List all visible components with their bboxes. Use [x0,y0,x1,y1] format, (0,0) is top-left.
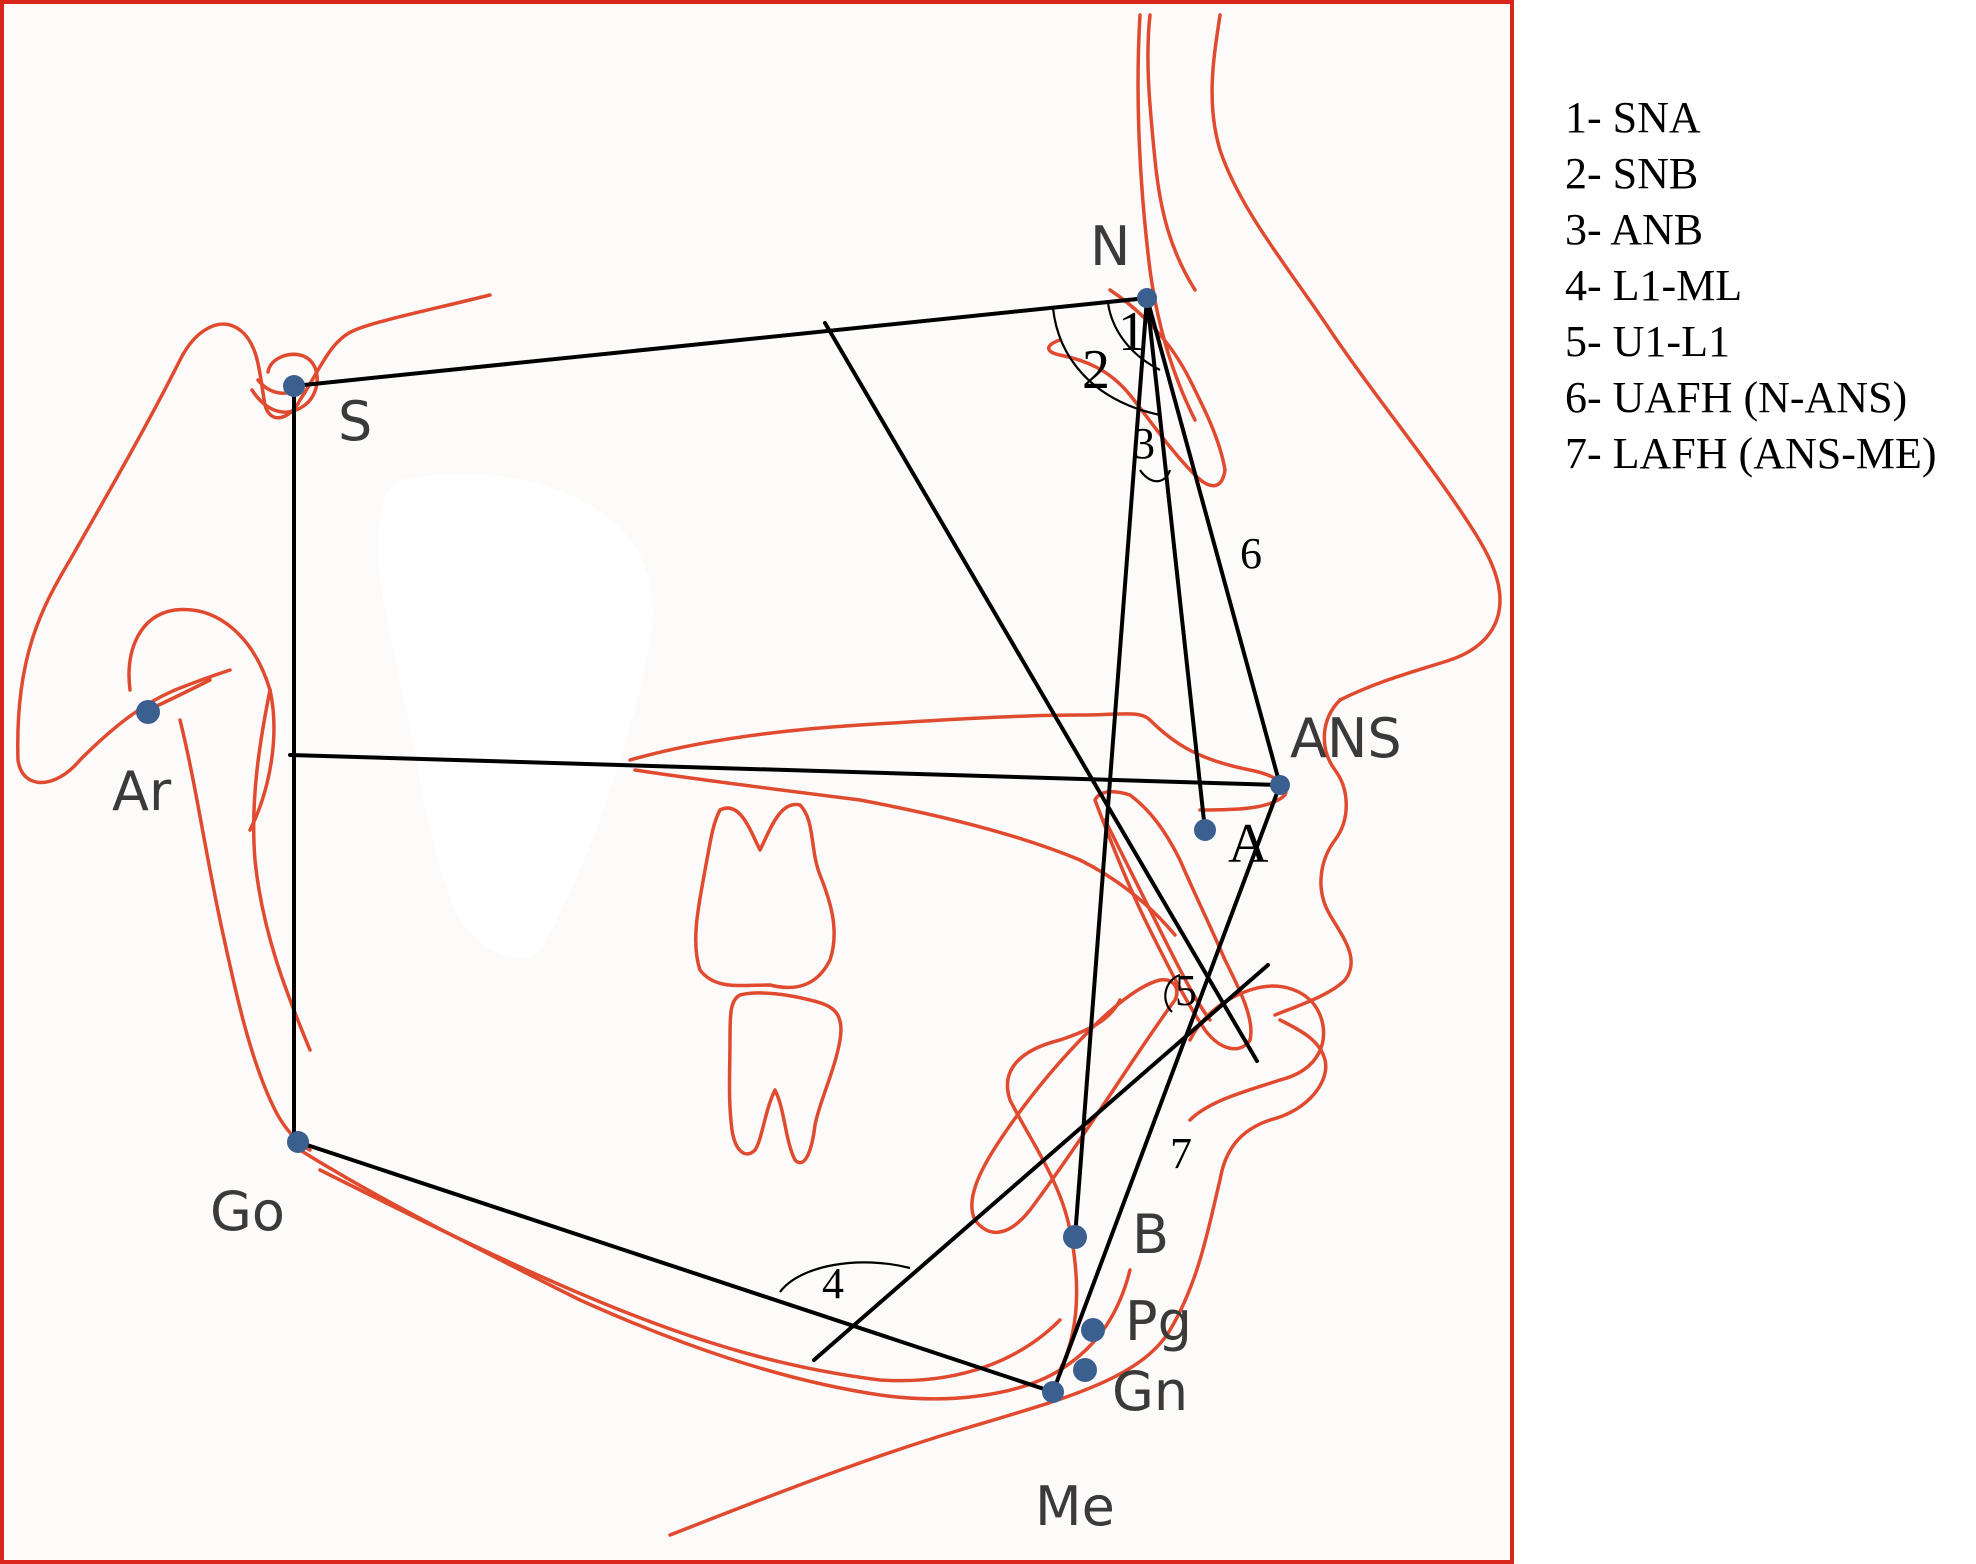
dot-ans [1270,775,1290,795]
condyle-outline [127,607,276,832]
n-b-line [1073,296,1149,1239]
landmark-dots [136,288,1290,1403]
ans-me-line [1051,783,1282,1394]
angle-1: 1 [1118,301,1146,363]
arc-sna [1106,302,1161,371]
lower-incisor-axis [812,963,1270,1362]
mandibular-plane [296,1140,1055,1394]
anatomical-tracing [16,13,1502,1537]
angle-4: 4 [822,1259,844,1308]
legend-item-5: 5- U1-L1 [1565,317,1730,366]
angle-3: 3 [1133,419,1155,468]
dot-a [1194,819,1216,841]
legend-item-2: 2- SNB [1565,149,1698,198]
nose-profile [1210,13,1502,702]
erased-patch [378,474,653,959]
n-a-line [1145,296,1207,832]
sn-line [292,296,1149,388]
dot-go [287,1131,309,1153]
angle-6: 6 [1240,529,1262,578]
palatal-plane [288,753,1282,787]
label-a: A [1228,813,1269,875]
legend-item-1: 1- SNA [1565,93,1701,142]
label-ans: ANS [1290,707,1402,770]
upper-incisor [1093,789,1253,1051]
landmark-labels: N S Ar ANS A Go B Pg Gn Me [112,215,1402,1538]
angle-2: 2 [1082,339,1110,401]
dot-gn [1073,1358,1097,1382]
angle-number-labels: 1 2 3 4 5 6 7 [822,301,1262,1308]
dot-pg [1081,1318,1105,1342]
legend-item-4: 4- L1-ML [1565,261,1742,310]
ramus-posterior [178,718,312,1152]
image-frame [0,0,1514,1564]
upper-incisor-root [1103,818,1212,1022]
angle-arcs [779,302,1181,1293]
arc-u1-l1 [1164,973,1181,1013]
ceph-lines [288,296,1282,1394]
forehead-outline [1146,13,1197,292]
label-ar: Ar [112,760,172,823]
n-ans-line [1145,296,1282,787]
legend-item-3: 3- ANB [1565,205,1703,254]
upper-molar [694,802,836,990]
angle-7: 7 [1170,1129,1192,1178]
legend-item-6: 6- UAFH (N-ANS) [1565,373,1907,422]
maxilla-lower [633,768,1177,937]
upper-lip [1273,698,1353,1017]
dot-b [1063,1225,1087,1249]
soft-chin [668,1018,1328,1537]
arc-snb [1051,307,1161,417]
dot-n [1137,288,1157,308]
label-gn: Gn [1112,1360,1188,1423]
label-n: N [1090,215,1130,278]
lower-incisor [970,978,1179,1235]
label-s: S [338,390,372,453]
nasion-tip [1136,13,1197,422]
label-me: Me [1035,1475,1115,1538]
arc-l1-ml [779,1261,911,1293]
symphysis-outline [1005,998,1122,1372]
sella-turcica [250,352,319,414]
label-go: Go [210,1180,285,1243]
angle-5: 5 [1175,966,1197,1015]
dot-ar [136,700,160,724]
ramus-anterior [251,688,312,1052]
label-b: B [1132,1203,1169,1266]
label-pg: Pg [1125,1290,1192,1353]
lower-molar [727,991,843,1165]
legend: 1- SNA 2- SNB 3- ANB 4- L1-ML 5- U1-L1 6… [1565,93,1937,478]
dot-s [283,375,305,397]
arc-anb [1139,469,1172,483]
upper-incisor-axis [823,321,1259,1063]
mandible-inner-border [318,1168,1062,1383]
dot-me [1042,1381,1064,1403]
legend-item-7: 7- LAFH (ANS-ME) [1565,429,1937,478]
